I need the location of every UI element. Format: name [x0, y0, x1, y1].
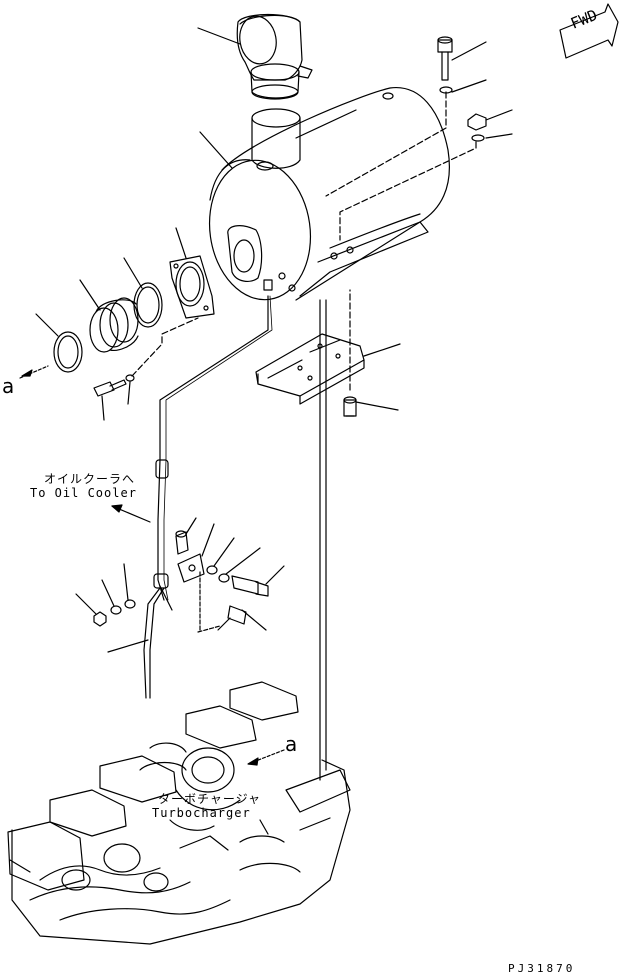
oil-cooler-arrow-icon	[111, 504, 151, 523]
leader-line	[101, 579, 115, 607]
leader-line	[101, 395, 105, 421]
nut-left	[93, 611, 107, 627]
flange	[169, 255, 215, 319]
drain-tube	[143, 295, 273, 699]
leader-line	[199, 131, 233, 169]
leader-line	[451, 41, 487, 61]
leader-line	[123, 257, 143, 289]
leader-line	[485, 133, 513, 139]
washer-right	[206, 565, 218, 575]
leader-line	[451, 79, 487, 93]
turbocharger-label-jp: ターボチャージャ	[158, 792, 262, 806]
view-ref-a-left: a	[2, 374, 15, 398]
nut-top	[467, 113, 487, 142]
leader-line	[201, 523, 215, 557]
leader-line	[225, 547, 261, 575]
leader-line	[75, 593, 97, 615]
leader-line	[197, 27, 241, 45]
bolt-hose	[93, 374, 135, 397]
hose	[89, 297, 139, 353]
leader-line	[123, 563, 129, 601]
elbow-inlet	[236, 13, 313, 100]
fwd-arrow-icon	[559, 3, 619, 59]
leader-line	[159, 585, 173, 611]
view-arrow-icon	[19, 365, 49, 379]
assembly-guide	[325, 91, 447, 197]
bolt-top	[437, 36, 453, 94]
turbocharger-label-en: Turbocharger	[152, 806, 251, 820]
leader-line	[363, 343, 401, 357]
leader-line	[213, 537, 235, 567]
assembly-guide	[339, 141, 477, 241]
oil-cooler-label-en: To Oil Cooler	[30, 486, 137, 500]
leader-line	[259, 819, 269, 835]
view-arrow-icon	[247, 749, 285, 766]
engine-block	[7, 681, 351, 945]
bolt-bracket	[343, 396, 357, 417]
leader-line	[185, 517, 197, 535]
view-ref-a-turbo: a	[285, 732, 298, 756]
leader-line	[127, 381, 131, 405]
ring	[53, 331, 83, 373]
bolt-right	[231, 575, 269, 597]
washer-right-2	[218, 573, 230, 583]
leader-line	[265, 565, 285, 585]
oil-cooler-label-jp: オイルクーラへ	[44, 472, 136, 486]
leader-line	[107, 639, 149, 653]
leader-line	[241, 609, 267, 631]
clip	[177, 553, 205, 583]
bolt-lower	[197, 605, 247, 633]
leader-line	[79, 279, 101, 311]
washer-left-2	[124, 599, 136, 609]
washer-left	[110, 605, 122, 615]
air-cleaner-body	[208, 87, 450, 301]
leader-line	[355, 401, 399, 411]
leader-line	[295, 109, 357, 139]
leader-line	[35, 313, 59, 337]
assembly-guide	[131, 317, 199, 377]
mounting-bracket	[255, 333, 365, 405]
leader-line	[485, 109, 513, 121]
leader-line	[175, 227, 187, 259]
drawing-code: PJ31870	[508, 962, 576, 975]
